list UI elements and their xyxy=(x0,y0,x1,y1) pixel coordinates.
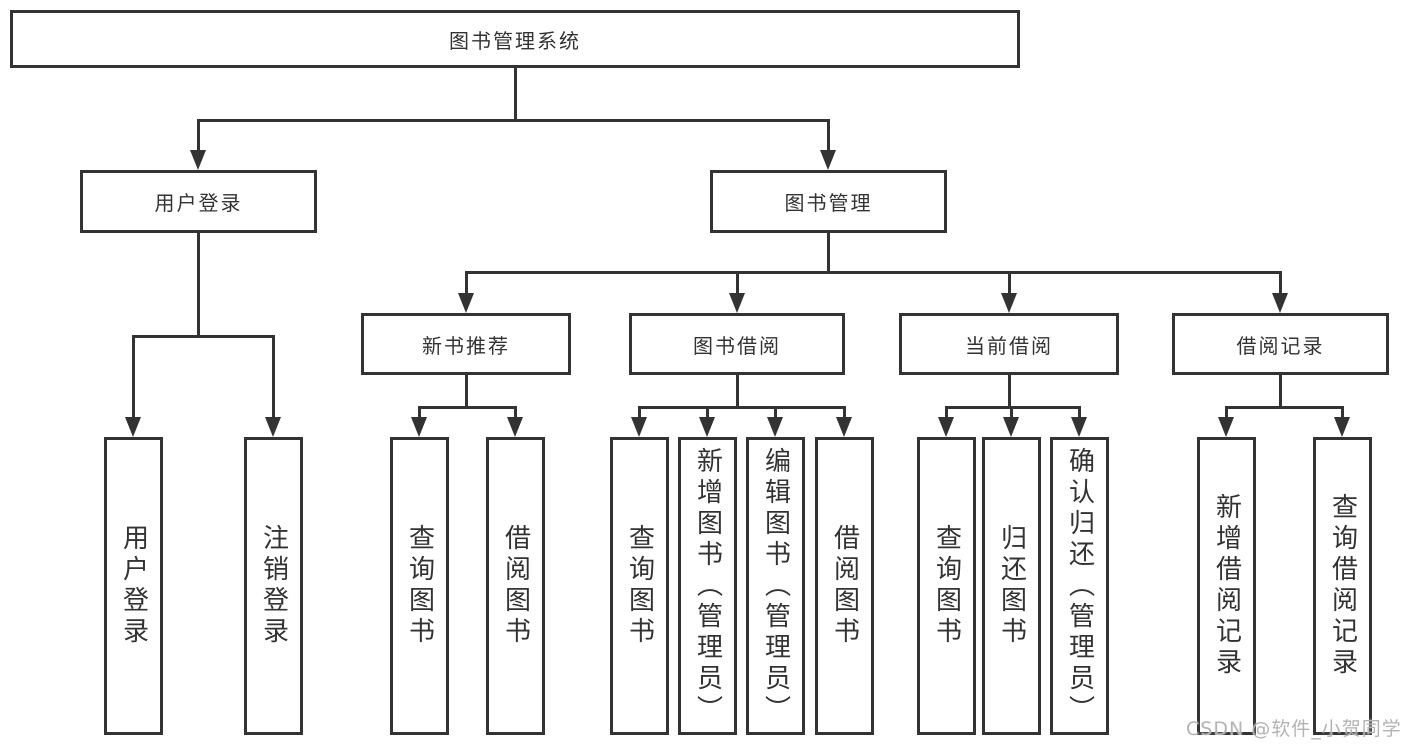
arrow-down-icon xyxy=(1071,417,1087,437)
connector-line xyxy=(827,233,830,274)
node-box-bb-query-book: 查询图书 xyxy=(610,437,669,735)
connector-line xyxy=(843,406,846,421)
node-label-user-login: 用户登录 xyxy=(154,191,243,215)
connector-line xyxy=(197,119,200,154)
node-box-rec-query-book: 查询图书 xyxy=(390,437,449,735)
connector-line xyxy=(736,271,739,297)
node-label-cb-confirm-return: 确认归还（管理员） xyxy=(1064,446,1095,726)
connector-line xyxy=(945,406,948,421)
node-box-bb-add-book: 新增图书（管理员） xyxy=(678,437,737,735)
connector-line xyxy=(736,375,739,409)
arrow-down-icon xyxy=(1334,417,1350,437)
node-label-book-borrow: 图书借阅 xyxy=(693,333,781,358)
node-label-rec-borrow-book: 借阅图书 xyxy=(500,524,531,648)
arrow-down-icon xyxy=(767,417,783,437)
arrow-down-icon xyxy=(1272,293,1288,313)
arrow-down-icon xyxy=(836,417,852,437)
connector-line xyxy=(1008,271,1011,297)
node-box-login: 用户登录 xyxy=(104,437,163,735)
node-box-logout: 注销登录 xyxy=(244,437,303,735)
node-label-rec-query-book: 查询图书 xyxy=(404,524,435,648)
node-box-cb-return-book: 归还图书 xyxy=(982,437,1041,735)
connector-line xyxy=(1078,406,1081,421)
node-label-book-mgmt: 图书管理 xyxy=(784,191,873,215)
node-box-user-login: 用户登录 xyxy=(80,170,317,233)
connector-line xyxy=(1279,375,1282,409)
connector-line xyxy=(418,406,421,421)
connector-line xyxy=(706,406,709,421)
node-box-rec-borrow-book: 借阅图书 xyxy=(486,437,545,735)
node-label-login: 用户登录 xyxy=(118,524,149,648)
connector-line xyxy=(1279,271,1282,297)
connector-line xyxy=(514,406,517,421)
connector-line xyxy=(774,406,777,421)
node-label-cb-query-book: 查询图书 xyxy=(931,524,962,648)
node-box-br-query-record: 查询借阅记录 xyxy=(1313,437,1372,735)
arrow-down-icon xyxy=(820,150,836,170)
connector-line xyxy=(1010,406,1013,421)
node-box-cb-query-book: 查询图书 xyxy=(917,437,976,735)
node-box-book-mgmt: 图书管理 xyxy=(710,170,947,233)
arrow-down-icon xyxy=(411,417,427,437)
arrow-down-icon xyxy=(125,417,141,437)
connector-line xyxy=(465,375,468,409)
connector-line xyxy=(827,119,830,154)
connector-line xyxy=(272,335,275,421)
arrow-down-icon xyxy=(1003,417,1019,437)
arrow-down-icon xyxy=(1001,293,1017,313)
connector-line xyxy=(514,68,517,122)
connector-line xyxy=(1225,406,1228,421)
arrow-down-icon xyxy=(1218,417,1234,437)
connector-line xyxy=(1341,406,1344,421)
connector-line xyxy=(197,119,829,122)
arrow-down-icon xyxy=(265,417,281,437)
connector-line xyxy=(465,271,1281,274)
node-box-new-book-rec: 新书推荐 xyxy=(361,313,571,375)
node-label-root: 图书管理系统 xyxy=(449,28,581,53)
node-label-bb-borrow-book: 借阅图书 xyxy=(829,524,860,648)
arrow-down-icon xyxy=(507,417,523,437)
node-box-bb-borrow-book: 借阅图书 xyxy=(815,437,874,735)
connector-line xyxy=(418,406,516,409)
node-label-br-add-record: 新增借阅记录 xyxy=(1211,493,1242,679)
node-box-bb-edit-book: 编辑图书（管理员） xyxy=(746,437,805,735)
connector-line xyxy=(132,335,135,421)
node-label-bb-edit-book: 编辑图书（管理员） xyxy=(760,446,791,726)
node-box-cb-confirm-return: 确认归还（管理员） xyxy=(1050,437,1109,735)
connector-line xyxy=(132,335,274,338)
connector-line xyxy=(1008,375,1011,409)
node-label-cb-return-book: 归还图书 xyxy=(996,524,1027,648)
connector-line xyxy=(465,271,468,297)
arrow-down-icon xyxy=(938,417,954,437)
node-label-current-borrow: 当前借阅 xyxy=(965,333,1053,358)
node-label-bb-add-book: 新增图书（管理员） xyxy=(692,446,723,726)
connector-line xyxy=(197,233,200,338)
arrow-down-icon xyxy=(699,417,715,437)
node-label-new-book-rec: 新书推荐 xyxy=(422,333,510,358)
node-box-borrow-record: 借阅记录 xyxy=(1172,313,1389,375)
watermark: CSDN @软件_小贺同学 xyxy=(1186,718,1402,740)
arrow-down-icon xyxy=(458,293,474,313)
arrow-down-icon xyxy=(729,293,745,313)
arrow-down-icon xyxy=(631,417,647,437)
connector-line xyxy=(638,406,641,421)
node-label-br-query-record: 查询借阅记录 xyxy=(1327,493,1358,679)
node-box-br-add-record: 新增借阅记录 xyxy=(1197,437,1256,735)
node-label-borrow-record: 借阅记录 xyxy=(1236,333,1325,358)
node-box-book-borrow: 图书借阅 xyxy=(629,313,845,375)
node-label-bb-query-book: 查询图书 xyxy=(624,524,655,648)
connector-line xyxy=(638,406,845,409)
node-box-root: 图书管理系统 xyxy=(10,10,1020,68)
node-label-logout: 注销登录 xyxy=(258,524,289,648)
connector-line xyxy=(1225,406,1343,409)
node-box-current-borrow: 当前借阅 xyxy=(899,313,1119,375)
arrow-down-icon xyxy=(190,150,206,170)
